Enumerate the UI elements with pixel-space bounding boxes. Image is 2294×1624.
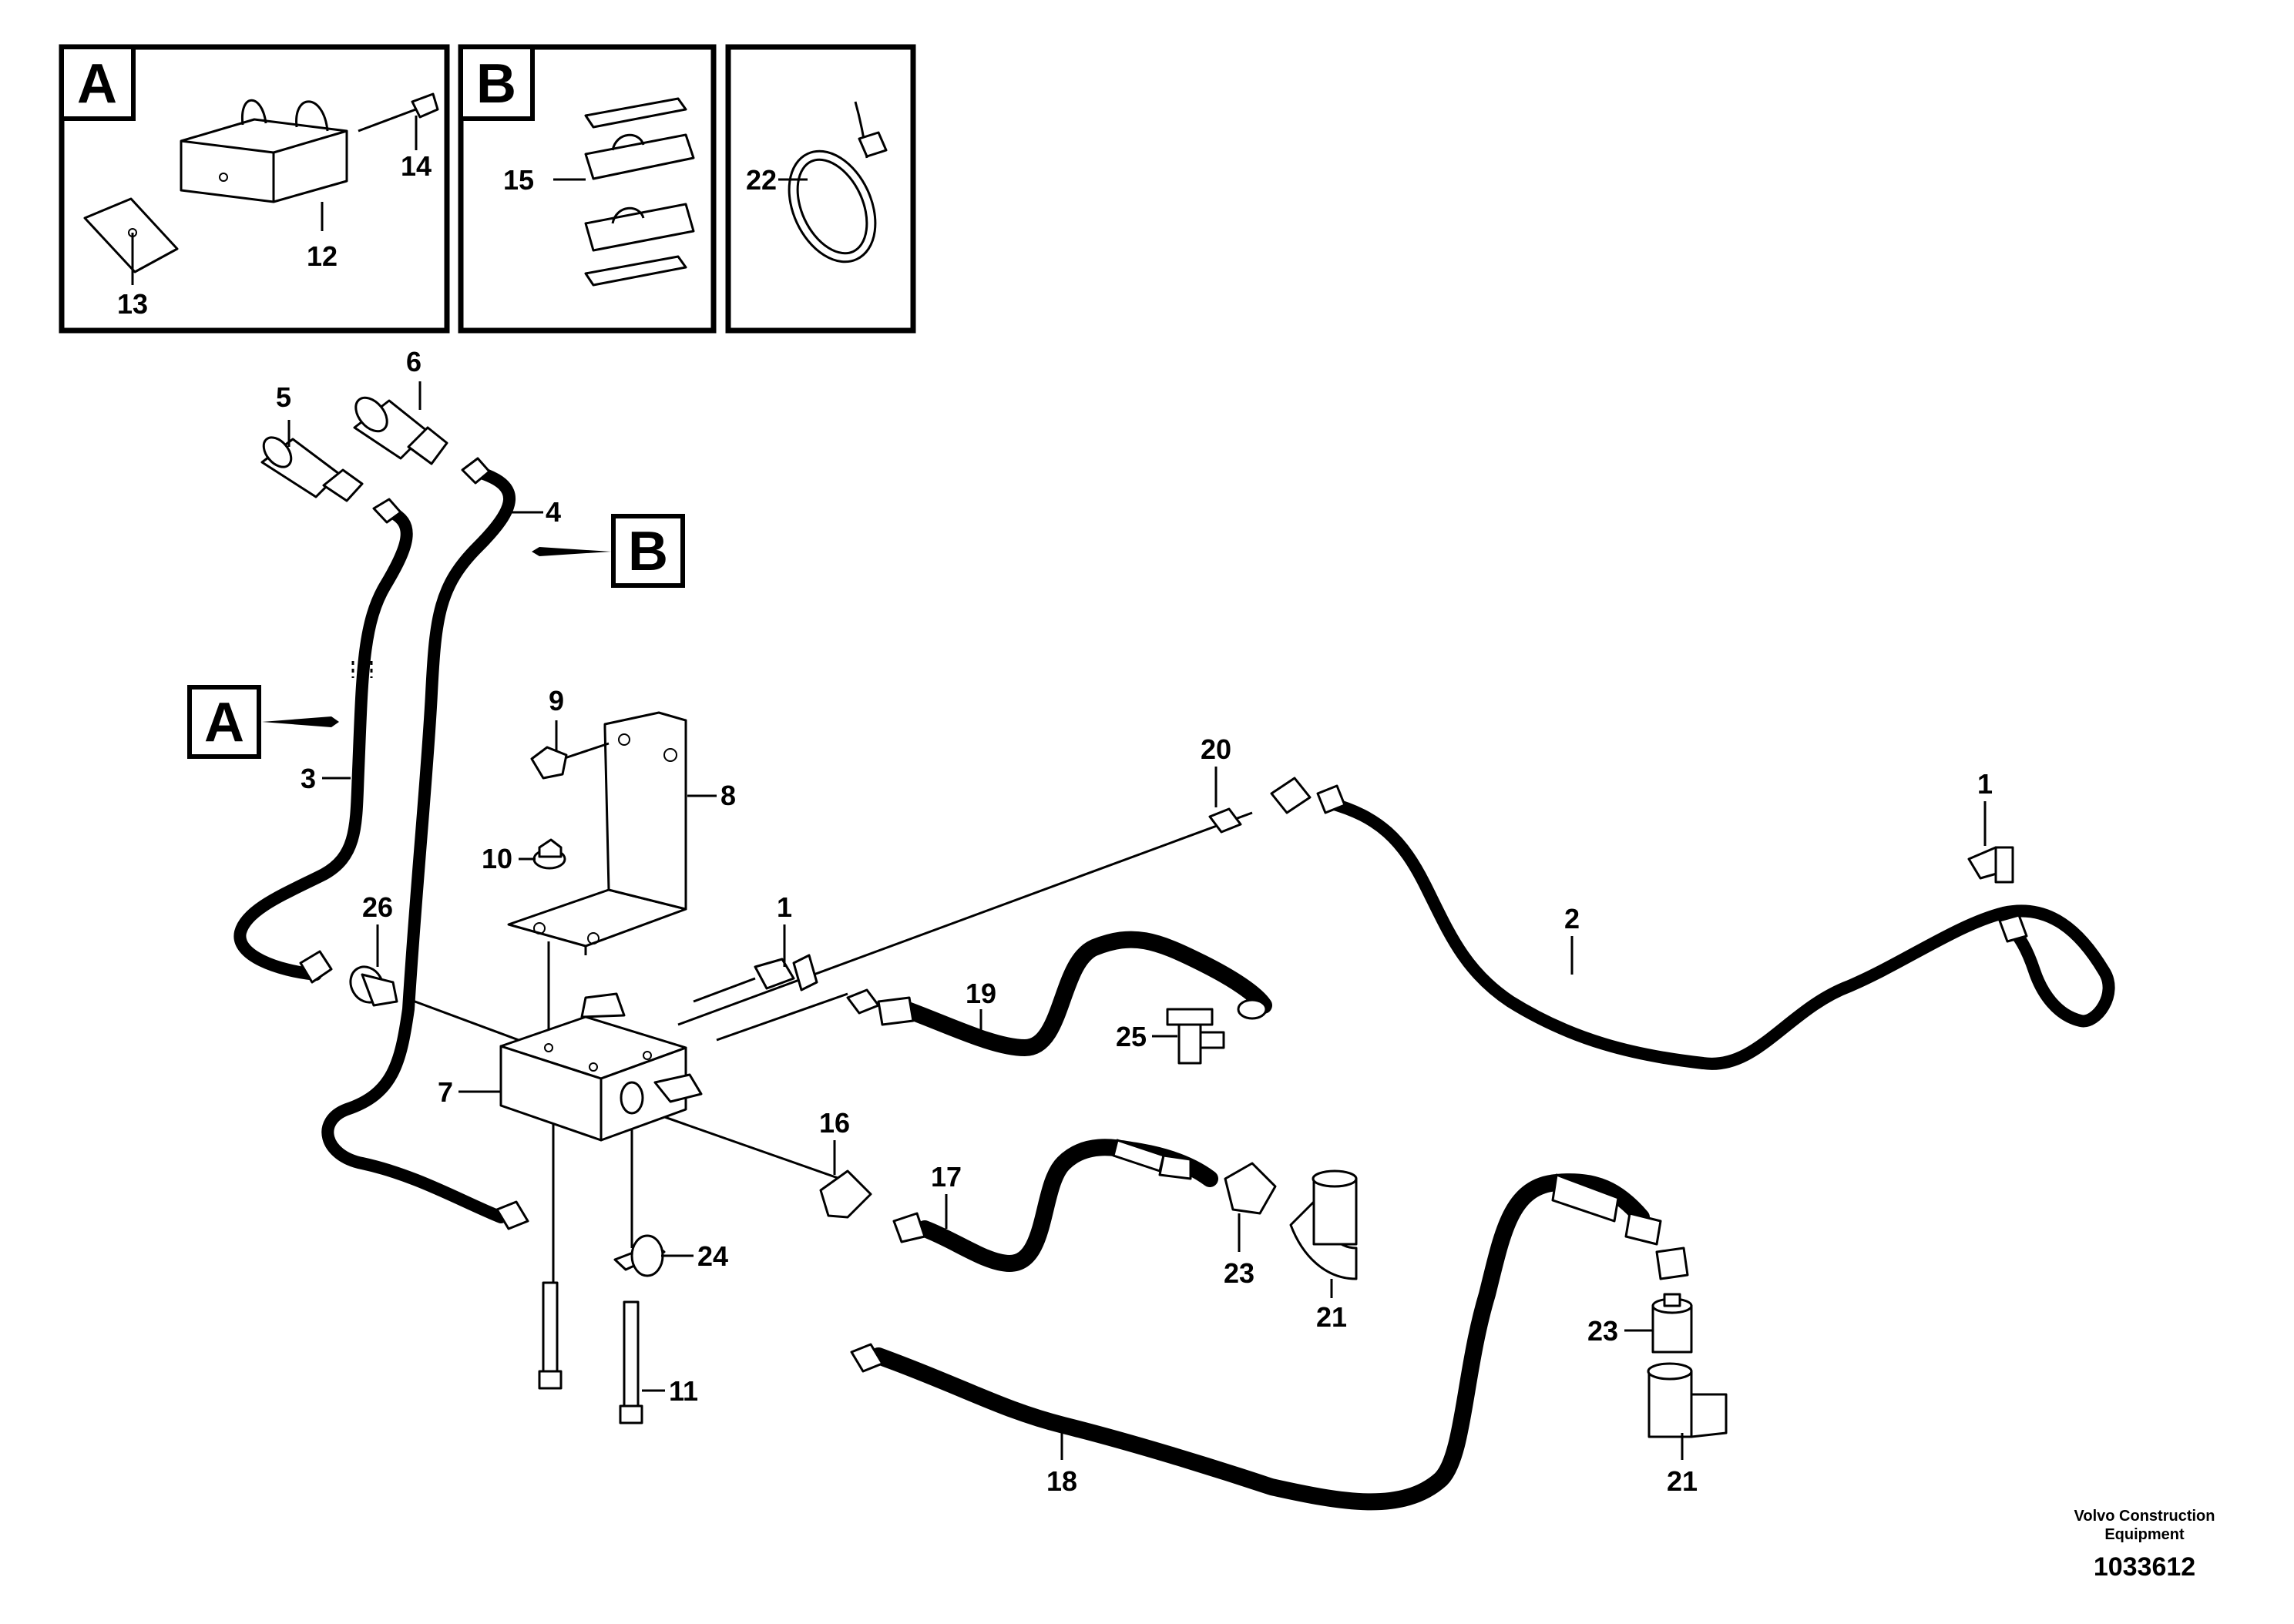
hose-18 <box>870 1173 1650 1511</box>
callout-12: 12 <box>307 240 338 272</box>
clip-part-24 <box>613 1234 666 1277</box>
screw-part-9 <box>530 742 610 780</box>
cable-tie-part-22 <box>788 101 888 263</box>
pipes <box>233 465 2115 1511</box>
view-ref-a: A <box>187 685 339 759</box>
callout-6: 6 <box>406 346 422 377</box>
callout-13: 13 <box>117 288 148 320</box>
callout-23-upper: 23 <box>1224 1257 1254 1289</box>
callout-5: 5 <box>276 381 291 413</box>
callout-1-center: 1 <box>777 891 792 923</box>
callout-3: 3 <box>301 763 316 794</box>
nut-part-23-upper <box>1224 1162 1277 1215</box>
nut-part-16 <box>819 1169 872 1219</box>
elbow-part-1-right <box>1967 846 2028 943</box>
callout-15: 15 <box>503 164 534 196</box>
callout-26: 26 <box>362 891 393 923</box>
callout-leaders <box>287 381 1987 1460</box>
company-name-line1: Volvo Construction <box>2074 1508 2215 1525</box>
callout-25: 25 <box>1116 1021 1147 1052</box>
bracket-part-8 <box>507 711 687 955</box>
hose-19-fittings <box>846 988 1268 1026</box>
detail-box-b: B 15 <box>458 44 717 334</box>
detail-box-a: A 14 12 13 <box>59 44 450 334</box>
valve-block-part-7 <box>499 992 703 1142</box>
document-number: 1033612 <box>2094 1552 2195 1582</box>
callout-19: 19 <box>966 978 996 1009</box>
pipe-4-nut <box>495 1200 529 1230</box>
sensor-part-5 <box>260 436 402 524</box>
fitting-part-26 <box>299 950 398 1007</box>
bolt-part-11 <box>538 1281 643 1424</box>
view-ref-b: B <box>532 514 685 588</box>
callout-18: 18 <box>1046 1465 1077 1497</box>
callout-16: 16 <box>819 1107 850 1139</box>
elbow-part-21-lower <box>1647 1362 1728 1438</box>
callout-11: 11 <box>669 1375 698 1407</box>
callout-20: 20 <box>1201 733 1231 765</box>
nut-part-23-lower <box>1651 1293 1693 1354</box>
hose-18-fittings <box>850 1173 1689 1373</box>
callout-17: 17 <box>931 1161 962 1193</box>
elbow-part-21-upper <box>1289 1169 1358 1280</box>
callout-23-lower: 23 <box>1587 1315 1618 1347</box>
callout-4: 4 <box>546 496 561 528</box>
clamp-kit-part-15 <box>584 97 695 287</box>
clamp-part-12 <box>180 99 348 203</box>
sensor-part-6 <box>353 396 491 485</box>
detail-box-b-letter: B <box>476 53 516 115</box>
callout-9: 9 <box>549 685 564 716</box>
callout-21-lower: 21 <box>1667 1465 1698 1497</box>
detail-box-a-letter: A <box>77 53 117 115</box>
callout-21-upper: 21 <box>1316 1301 1347 1333</box>
callout-14: 14 <box>401 150 432 182</box>
plate-part-13 <box>83 197 179 273</box>
svg-text:A: A <box>204 692 244 753</box>
callout-10: 10 <box>482 843 512 874</box>
svg-text:B: B <box>628 521 668 582</box>
tee-part-25 <box>1166 1008 1225 1065</box>
company-name-line2: Equipment <box>2104 1526 2185 1543</box>
nut-part-10 <box>532 838 566 870</box>
callout-1-right: 1 <box>1977 768 1993 800</box>
callout-8: 8 <box>720 780 736 811</box>
callout-24: 24 <box>697 1240 728 1272</box>
detail-box-c: 22 <box>725 44 916 334</box>
fitting-part-20 <box>1208 777 1346 834</box>
callout-2: 2 <box>1564 903 1580 934</box>
footer: Volvo Construction Equipment 1033612 <box>2074 1508 2215 1582</box>
callout-7: 7 <box>438 1076 453 1108</box>
screw-part-14 <box>358 92 439 133</box>
callout-numbers: 5 6 4 3 9 8 10 7 26 1 19 25 20 1 2 16 17… <box>276 346 1993 1497</box>
callout-22: 22 <box>746 164 777 196</box>
hose-17-fittings <box>892 1139 1192 1243</box>
